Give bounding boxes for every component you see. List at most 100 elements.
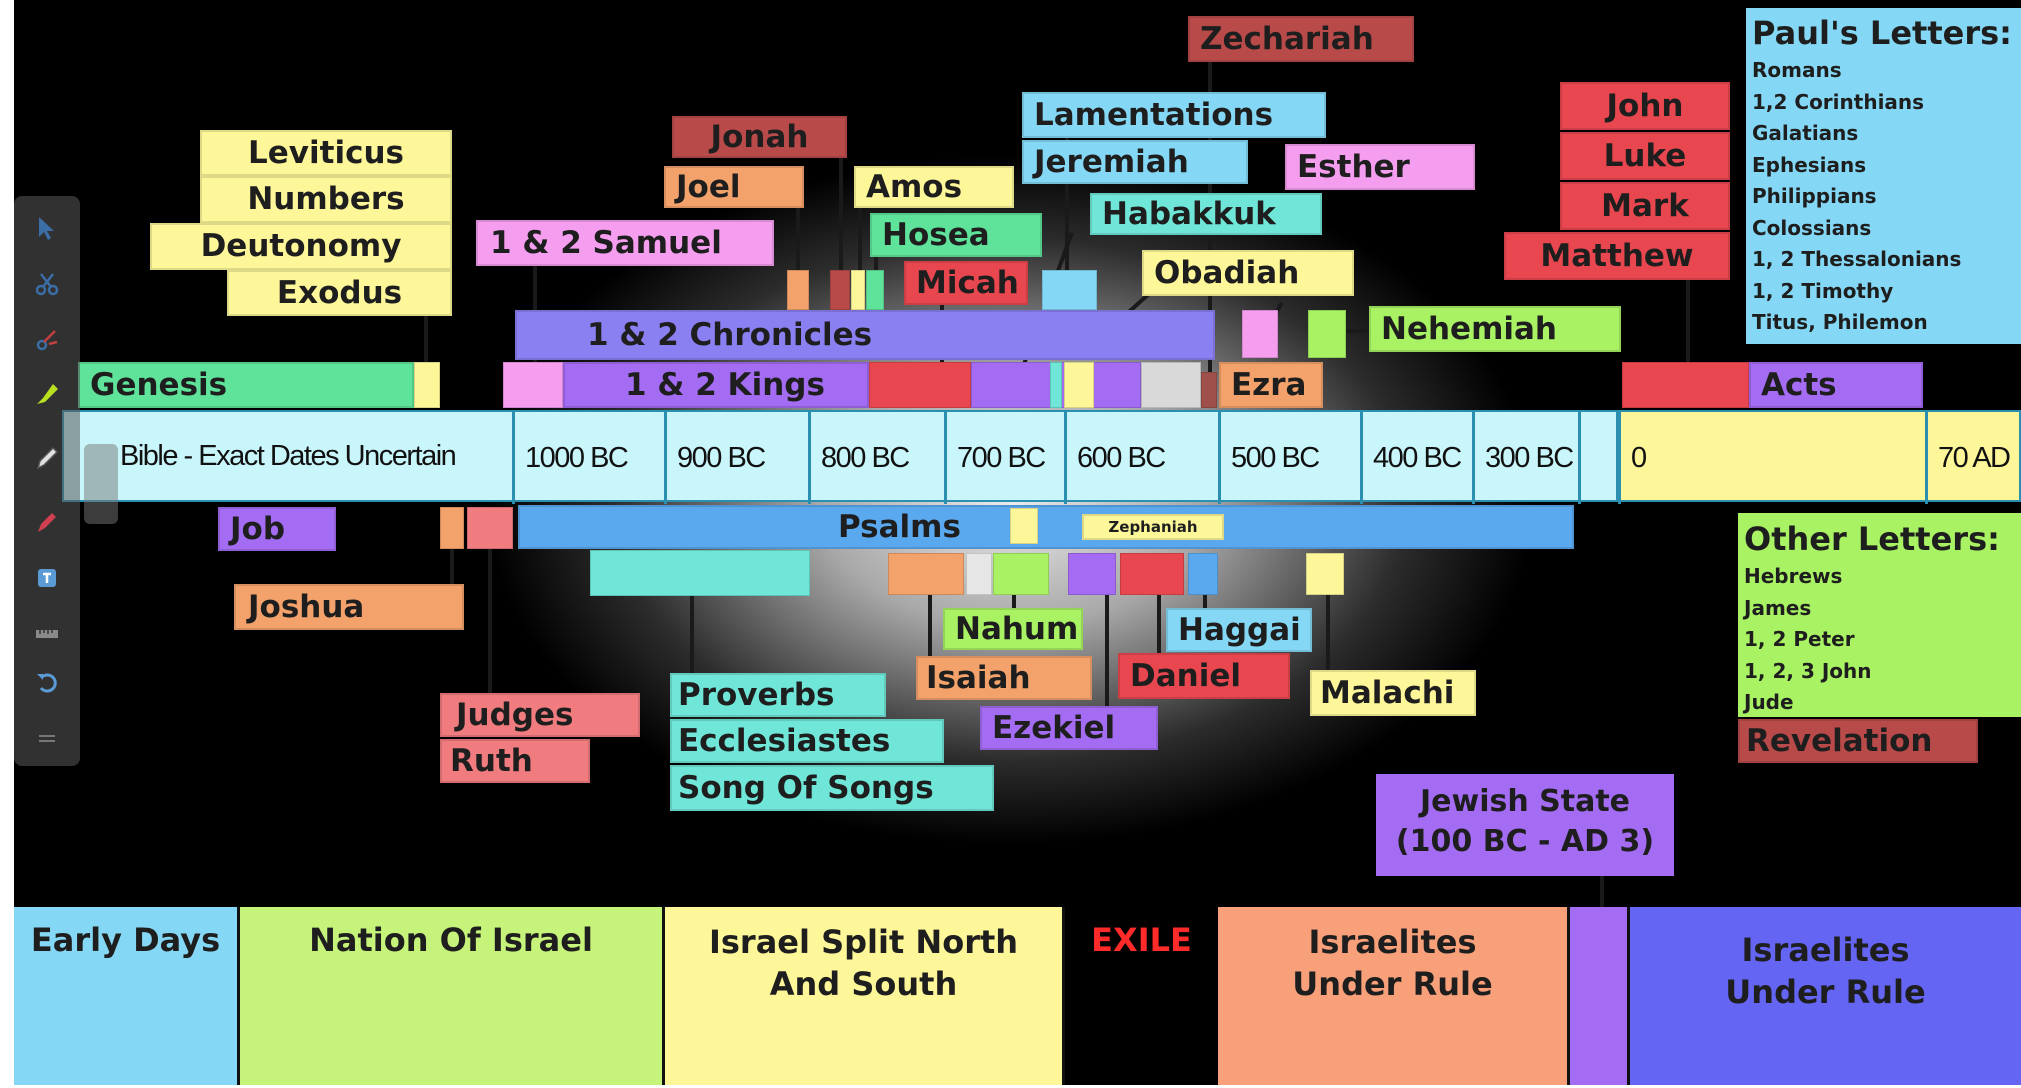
label-psalms: Psalms [518,505,1574,549]
label-genesis: Genesis [78,362,414,408]
label-leviticus: Leviticus [200,130,452,176]
letter-item: 1, 2 Peter [1744,627,1855,651]
connector-jonah [839,156,843,270]
pauls-letters-title: Paul's Letters: [1752,14,2012,52]
label-exodus: Exodus [227,270,452,316]
connector-joshua [450,540,454,590]
label-habakkuk: Habakkuk [1090,193,1322,235]
undo-icon[interactable] [18,660,76,704]
connector-nehemiah [1330,329,1368,333]
timeline-tick: 300 BC [1472,412,1578,504]
label-samuel: 1 & 2 Samuel [476,220,774,266]
label-proverbs: Proverbs [670,673,886,717]
connector-lamentations [1065,133,1069,270]
label-esther: Esther [1285,144,1475,190]
connector-matthew [1686,278,1690,382]
block-jonah [830,270,850,310]
block-joshua [440,507,464,549]
label-ecclesiastes: Ecclesiastes [670,719,944,763]
label-chronicles: 1 & 2 Chronicles [515,310,1215,360]
label-job: Job [218,507,336,551]
label-matthew: Matthew [1504,232,1730,280]
connector-joel [796,206,800,270]
label-song-of-songs: Song Of Songs [670,765,994,811]
letter-item: Titus, Philemon [1752,310,1928,334]
era-early-days: Early Days [14,907,240,1085]
label-jonah: Jonah [672,116,847,158]
block-ezekiel [1068,553,1116,595]
label-micah: Micah [904,261,1028,305]
letter-item: Galatians [1752,121,1859,145]
text-box-icon[interactable] [18,556,76,600]
label-kings: 1 & 2 Kings [563,362,869,408]
letter-item: 1,2 Corinthians [1752,89,1925,114]
annotation-toolbar [14,196,80,766]
block-gap2 [966,553,992,595]
label-luke: Luke [1560,132,1730,180]
label-lamentations: Lamentations [1022,92,1326,138]
connector-isaiah [928,593,932,657]
jewish-state-line2: (100 BC - AD 3) [1395,824,1655,859]
letter-item: Jude [1744,690,1794,714]
timeline-tick: 700 BC [944,412,1064,504]
connector-judges [488,540,492,695]
era-under-rule-1a: Israelites [1308,923,1477,961]
connector-ezekiel [1105,593,1109,713]
timeline-prehistory: Bible - Exact Dates Uncertain [120,412,512,500]
marker-icon[interactable] [18,500,76,544]
connector-haggai [1203,593,1207,611]
era-israel-split: Israel Split North And South [665,907,1065,1085]
label-obadiah: Obadiah [1142,250,1354,296]
timeline-tick: 70 AD [1925,412,2021,504]
block-joel [787,270,809,310]
era-under-rule-2b: Under Rule [1725,973,1926,1011]
scissors-icon[interactable] [18,318,76,362]
era-under-rule-1b: Under Rule [1292,965,1493,1003]
frame-left [0,0,14,1088]
timeline-bar-ad [1618,410,2021,502]
era-early-days-label: Early Days [30,921,221,959]
other-letters-title: Other Letters: [1744,520,2000,558]
pointer-icon[interactable] [18,206,76,250]
block-malachi [1306,553,1344,595]
block-obadiah [1064,362,1094,408]
label-ezekiel: Ezekiel [980,706,1158,750]
era-jewish-state-band [1570,907,1630,1085]
timeline-divider [1578,412,1618,504]
label-nehemiah: Nehemiah [1369,306,1621,352]
highlighter-icon[interactable] [18,372,76,416]
connector-nahum [1012,593,1016,615]
more-icon[interactable] [18,716,76,760]
jewish-state-box: Jewish State (100 BC - AD 3) [1376,774,1674,876]
label-nahum: Nahum [943,608,1083,650]
label-joshua: Joshua [234,584,464,630]
timeline-prehistory-label: Bible - Exact Dates Uncertain [120,439,457,472]
timeline-tick: 400 BC [1360,412,1472,504]
label-haggai: Haggai [1166,608,1312,652]
letter-item: Colossians [1752,215,1872,240]
era-exile-label: EXILE [1091,921,1192,959]
label-revelation: Revelation [1738,719,1978,763]
block-nahum [993,553,1049,595]
block-micah [869,362,971,408]
label-ezra: Ezra [1219,362,1323,408]
pen-icon[interactable] [18,436,76,480]
block-judges [467,507,513,549]
timeline-bar-bc [62,410,1618,502]
block-hosea [866,270,884,310]
block-samuel [503,362,563,408]
label-mark: Mark [1560,182,1730,230]
scissors-icon[interactable] [18,262,76,306]
connector-hosea [874,255,878,270]
toolbar-handle[interactable] [84,444,118,524]
block-matthew [1622,362,1749,408]
label-malachi: Malachi [1310,670,1476,716]
ruler-icon[interactable] [18,612,76,656]
label-zephaniah: Zephaniah [1082,514,1224,540]
block-amos [851,270,865,310]
timeline-tick: 600 BC [1064,412,1218,504]
